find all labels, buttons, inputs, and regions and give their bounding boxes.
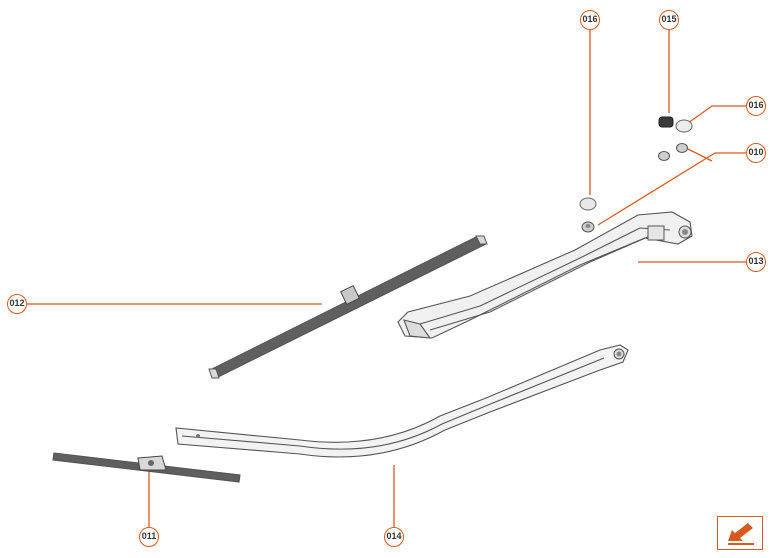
callout-015[interactable]: 015 — [659, 10, 679, 30]
callout-016-top[interactable]: 016 — [580, 10, 600, 30]
leader-010 — [597, 152, 746, 226]
wiper-blade-lower — [52, 452, 241, 483]
callout-012[interactable]: 012 — [7, 294, 27, 314]
callout-014[interactable]: 014 — [384, 527, 404, 547]
leader-lines — [27, 30, 746, 527]
nuts-010-right — [658, 143, 688, 161]
cap-016-right — [675, 119, 693, 133]
cap-015 — [658, 116, 674, 128]
callout-011[interactable]: 011 — [139, 527, 159, 547]
leader-010-b — [687, 148, 713, 162]
wiper-arm-upper — [397, 211, 693, 339]
arrow-down-left-icon — [728, 523, 754, 545]
cap-016-left — [579, 197, 597, 211]
callout-013[interactable]: 013 — [746, 252, 766, 272]
callout-010[interactable]: 010 — [746, 143, 766, 163]
leader-016b — [687, 105, 746, 124]
navigate-button[interactable] — [717, 516, 763, 550]
nut-010-left — [581, 221, 595, 233]
callout-016-right[interactable]: 016 — [746, 96, 766, 116]
wiper-blade-upper — [208, 235, 488, 379]
wiper-arm-lower — [175, 344, 629, 458]
